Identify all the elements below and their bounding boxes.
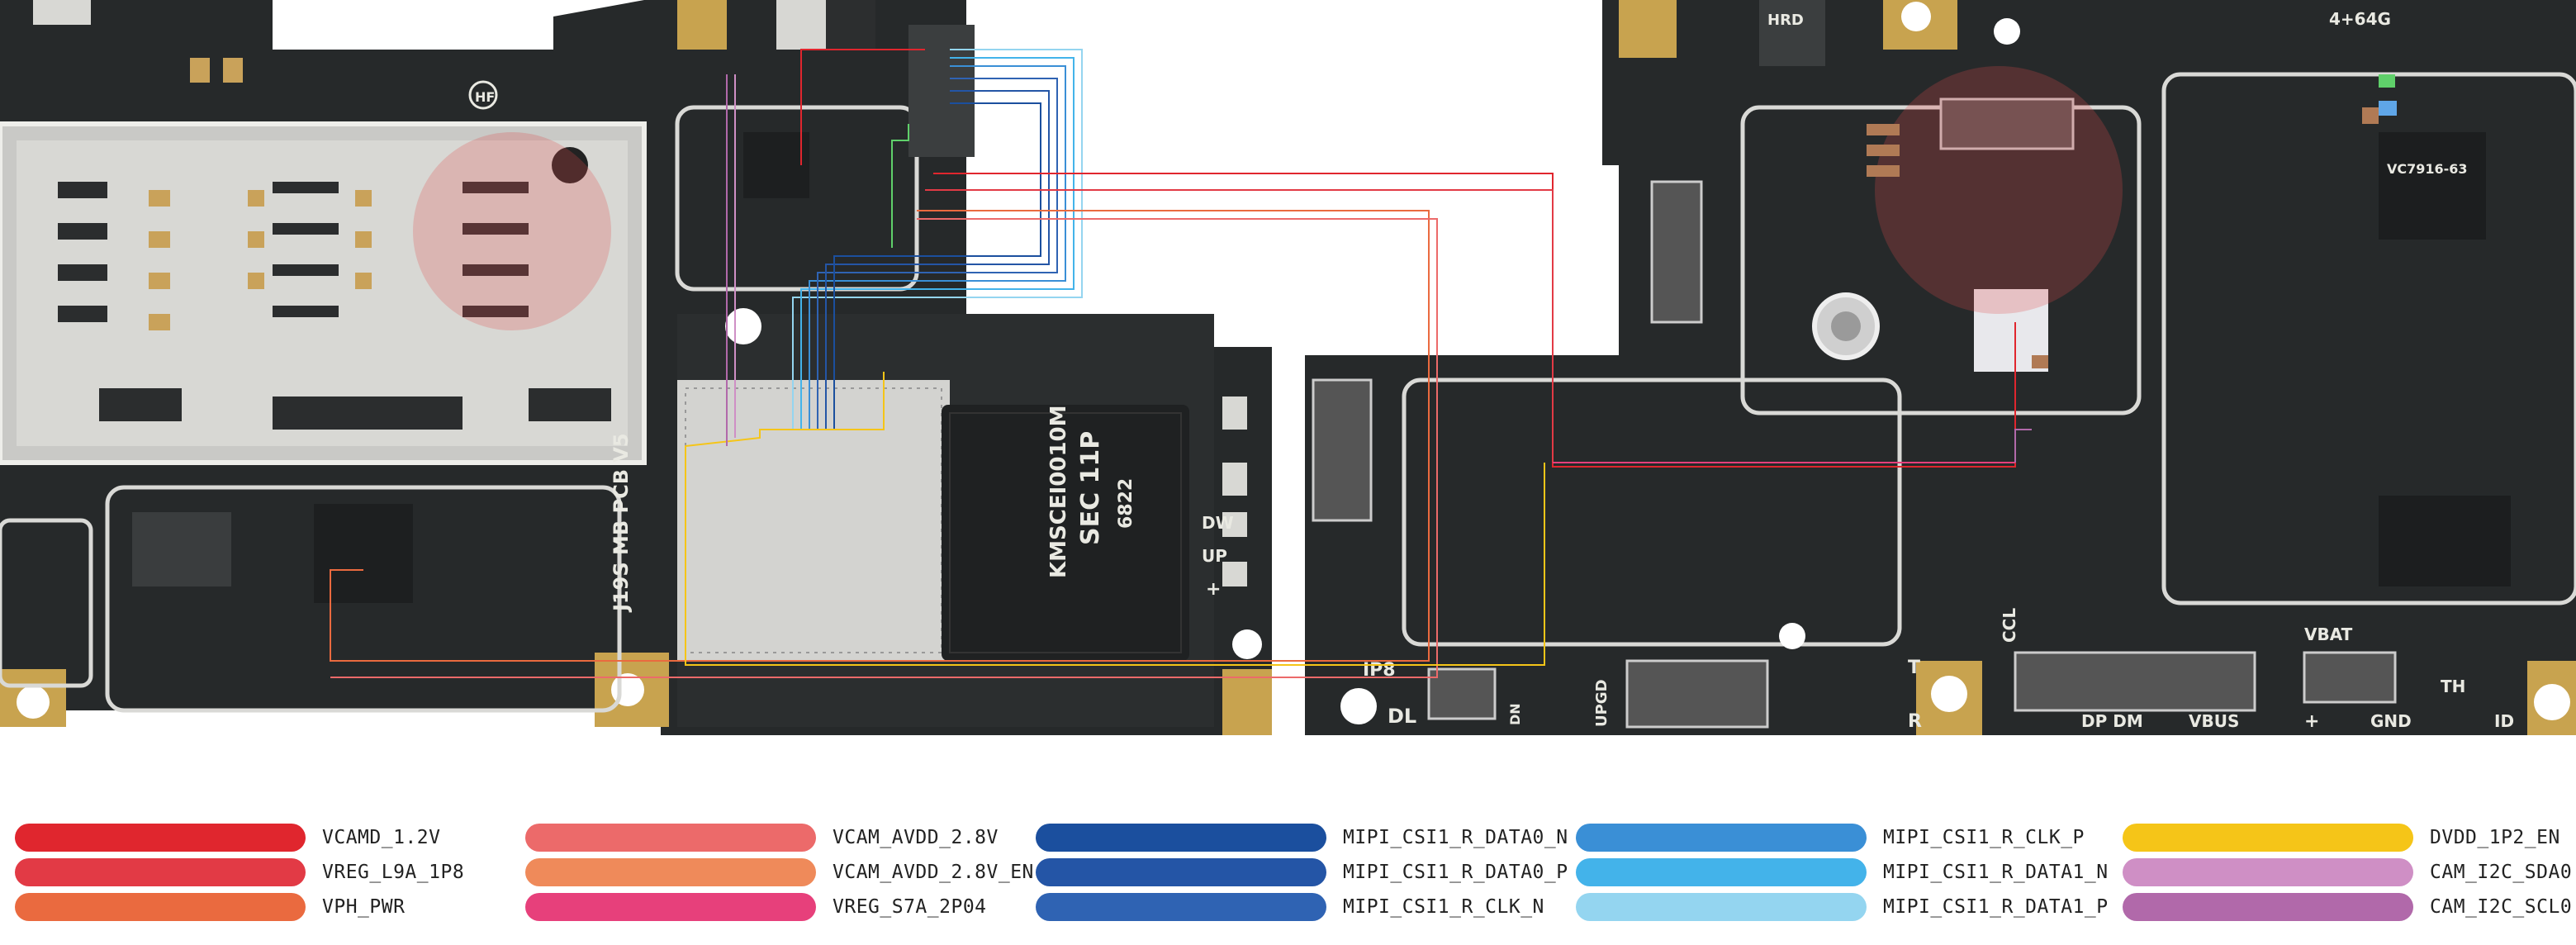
legend-swatch [1036,824,1326,852]
legend-swatch [1036,858,1326,886]
legend-swatch [525,858,816,886]
svg-text:DP DM: DP DM [2081,711,2143,731]
legend-label: DVDD_1P2_EN [2430,827,2560,848]
legend-label: MIPI_CSI1_R_DATA0_N [1343,827,1568,848]
legend-swatch [15,824,306,852]
emmc-chip [942,405,1189,661]
legend-item: MIPI_CSI1_R_DATA0_P [1036,858,1568,886]
svg-text:J19S MB PCB V5: J19S MB PCB V5 [610,433,633,613]
legend-label: CAM_I2C_SDA0 [2430,862,2573,883]
legend-item: MIPI_CSI1_R_DATA0_N [1036,824,1568,852]
pcb-diagram: SEC 11P KMSCEI0010M 6822 DW UP + J19S MB… [0,0,2576,735]
svg-text:VC7916-63: VC7916-63 [2387,161,2468,177]
svg-text:UP: UP [1202,546,1227,566]
svg-text:UPGD: UPGD [1593,679,1611,727]
legend-swatch [2123,824,2413,852]
legend-item: MIPI_CSI1_R_CLK_N [1036,893,1544,921]
legend-label: VREG_S7A_2P04 [833,896,987,918]
svg-text:HRD: HRD [1767,12,1804,29]
legend-item: VCAM_AVDD_2.8V [525,824,999,852]
svg-text:+: + [2304,711,2319,732]
left-board: SEC 11P KMSCEI0010M 6822 DW UP + J19S MB… [0,0,1272,735]
legend-label: VREG_L9A_1P8 [322,862,465,883]
legend-item: CAM_I2C_SCL0 [2123,893,2572,921]
legend-label: MIPI_CSI1_R_DATA1_P [1883,896,2109,918]
svg-text:6822: 6822 [1116,478,1136,529]
right-board: VC7916-63 HRD 4+64G IP8 DL DN UPGD T R C… [413,0,2576,735]
legend-label: VCAM_AVDD_2.8V [833,827,999,848]
svg-text:R: R [1908,711,1922,732]
legend-swatch [1576,858,1867,886]
legend-label: MIPI_CSI1_R_DATA0_P [1343,862,1568,883]
legend-item: MIPI_CSI1_R_DATA1_N [1576,858,2109,886]
svg-text:HF: HF [475,89,495,105]
legend-swatch [1576,824,1867,852]
legend: VCAMD_1.2V VREG_L9A_1P8 VPH_PWR VCAM_AVD… [0,818,2576,942]
legend-label: MIPI_CSI1_R_CLK_P [1883,827,2085,848]
svg-text:SEC 11P: SEC 11P [1076,431,1105,545]
legend-label: CAM_I2C_SCL0 [2430,896,2573,918]
legend-label: VPH_PWR [322,896,406,918]
legend-swatch [525,893,816,921]
svg-text:DN: DN [1507,703,1523,725]
legend-swatch [1576,893,1867,921]
legend-item: VPH_PWR [15,893,405,921]
legend-label: MIPI_CSI1_R_CLK_N [1343,896,1544,918]
svg-text:DL: DL [1388,705,1416,728]
svg-text:T: T [1908,658,1920,678]
legend-swatch [2123,893,2413,921]
legend-item: VCAM_AVDD_2.8V_EN [525,858,1034,886]
svg-text:+: + [1206,579,1221,600]
svg-text:CCL: CCL [2000,608,2019,643]
svg-text:VBAT: VBAT [2304,624,2353,644]
legend-item: VREG_S7A_2P04 [525,893,987,921]
soc-ball-grid [677,380,950,661]
legend-swatch [15,858,306,886]
legend-item: VREG_L9A_1P8 [15,858,464,886]
svg-text:DW: DW [1202,513,1234,533]
svg-text:ID: ID [2494,711,2514,731]
svg-text:TH: TH [2441,677,2465,696]
legend-swatch [525,824,816,852]
legend-item: MIPI_CSI1_R_CLK_P [1576,824,2085,852]
svg-text:VBUS: VBUS [2189,711,2239,731]
legend-label: VCAMD_1.2V [322,827,441,848]
legend-swatch [1036,893,1326,921]
legend-item: DVDD_1P2_EN [2123,824,2560,852]
svg-text:KMSCEI0010M: KMSCEI0010M [1046,406,1071,579]
legend-item: MIPI_CSI1_R_DATA1_P [1576,893,2109,921]
legend-label: MIPI_CSI1_R_DATA1_N [1883,862,2109,883]
camera-connector [1650,180,1703,324]
legend-swatch [15,893,306,921]
legend-item: VCAMD_1.2V [15,824,440,852]
svg-text:4+64G: 4+64G [2329,9,2391,29]
svg-text:GND: GND [2370,711,2412,731]
legend-swatch [2123,858,2413,886]
legend-item: CAM_I2C_SDA0 [2123,858,2572,886]
trace-overlay [330,49,2032,678]
legend-label: VCAM_AVDD_2.8V_EN [833,862,1034,883]
